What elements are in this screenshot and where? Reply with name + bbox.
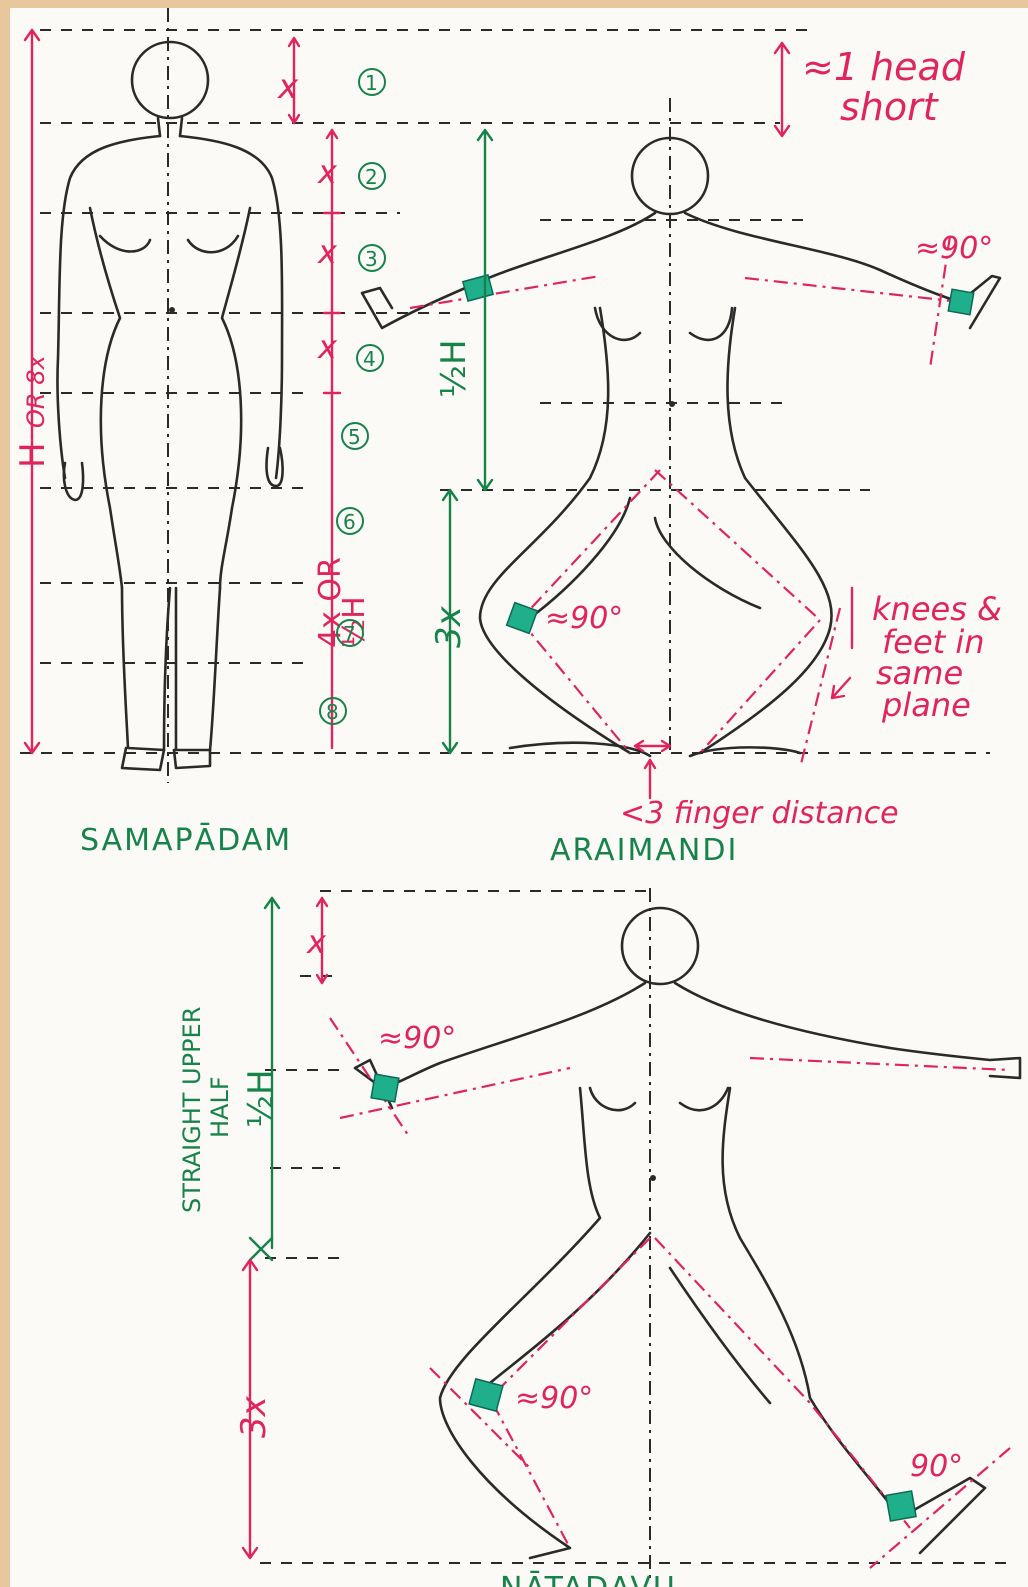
- x-label-2: x: [317, 153, 338, 191]
- x-label-3: x: [317, 233, 338, 271]
- straight-upper-text-2: HALF: [206, 1076, 234, 1138]
- segment-4: 4: [363, 347, 376, 371]
- half-h-label-natadavu: ½H: [241, 1069, 281, 1128]
- head-short-text-1: ≈1 head: [802, 45, 966, 89]
- segment-6: 6: [343, 510, 356, 534]
- straight-upper-text-1: STRAIGHT UPPER: [178, 1007, 206, 1213]
- diagram-sheet: x x x x 4x OR ½H H OR 8x 1 2 3 4 5 6 7 8…: [10, 8, 1028, 1587]
- segment-5: 5: [348, 425, 361, 449]
- knees-note-4: plane: [881, 686, 971, 724]
- angle-araimandi-knee: ≈90°: [545, 601, 623, 636]
- araimandi-title: ARAIMANDI: [550, 833, 738, 868]
- height-label: H: [13, 442, 53, 468]
- x-label-natadavu: x: [306, 923, 327, 961]
- half-h-label-araimandi: ½H: [434, 339, 474, 398]
- natadavu-figure: x ½H STRAIGHT UPPER HALF 3x ≈90° ≈90° 90…: [178, 888, 1020, 1587]
- natadavu-title: NĀTADAVU: [500, 1570, 677, 1587]
- segment-7: 7: [343, 622, 356, 646]
- segment-2: 2: [365, 165, 378, 189]
- angle-natadavu-arm: ≈90°: [378, 1021, 456, 1056]
- araimandi-figure: ≈1 head short ½H 3x ≈90° ≈90° knees & fe…: [362, 43, 1002, 868]
- three-x-label-natadavu: 3x: [234, 1395, 274, 1438]
- angle-natadavu-foot: 90°: [910, 1449, 963, 1484]
- segment-8: 8: [326, 700, 339, 724]
- height-alt-label: OR 8x: [22, 355, 50, 428]
- x-label-1: x: [277, 67, 299, 107]
- x-label-4: x: [317, 328, 338, 366]
- samapadam-figure: x x x x 4x OR ½H H OR 8x 1 2 3 4 5 6 7 8…: [13, 8, 990, 858]
- head-short-text-2: short: [840, 85, 940, 129]
- samapadam-title: SAMAPĀDAM: [80, 822, 292, 858]
- angle-natadavu-knee: ≈90°: [515, 1381, 593, 1416]
- finger-distance-note: <3 finger distance: [620, 796, 899, 831]
- angle-araimandi-arm: ≈90°: [915, 231, 993, 266]
- pose-diagram: x x x x 4x OR ½H H OR 8x 1 2 3 4 5 6 7 8…: [10, 8, 1028, 1587]
- segment-1: 1: [365, 71, 378, 95]
- segment-3: 3: [365, 247, 378, 271]
- three-x-label-araimandi: 3x: [429, 605, 469, 648]
